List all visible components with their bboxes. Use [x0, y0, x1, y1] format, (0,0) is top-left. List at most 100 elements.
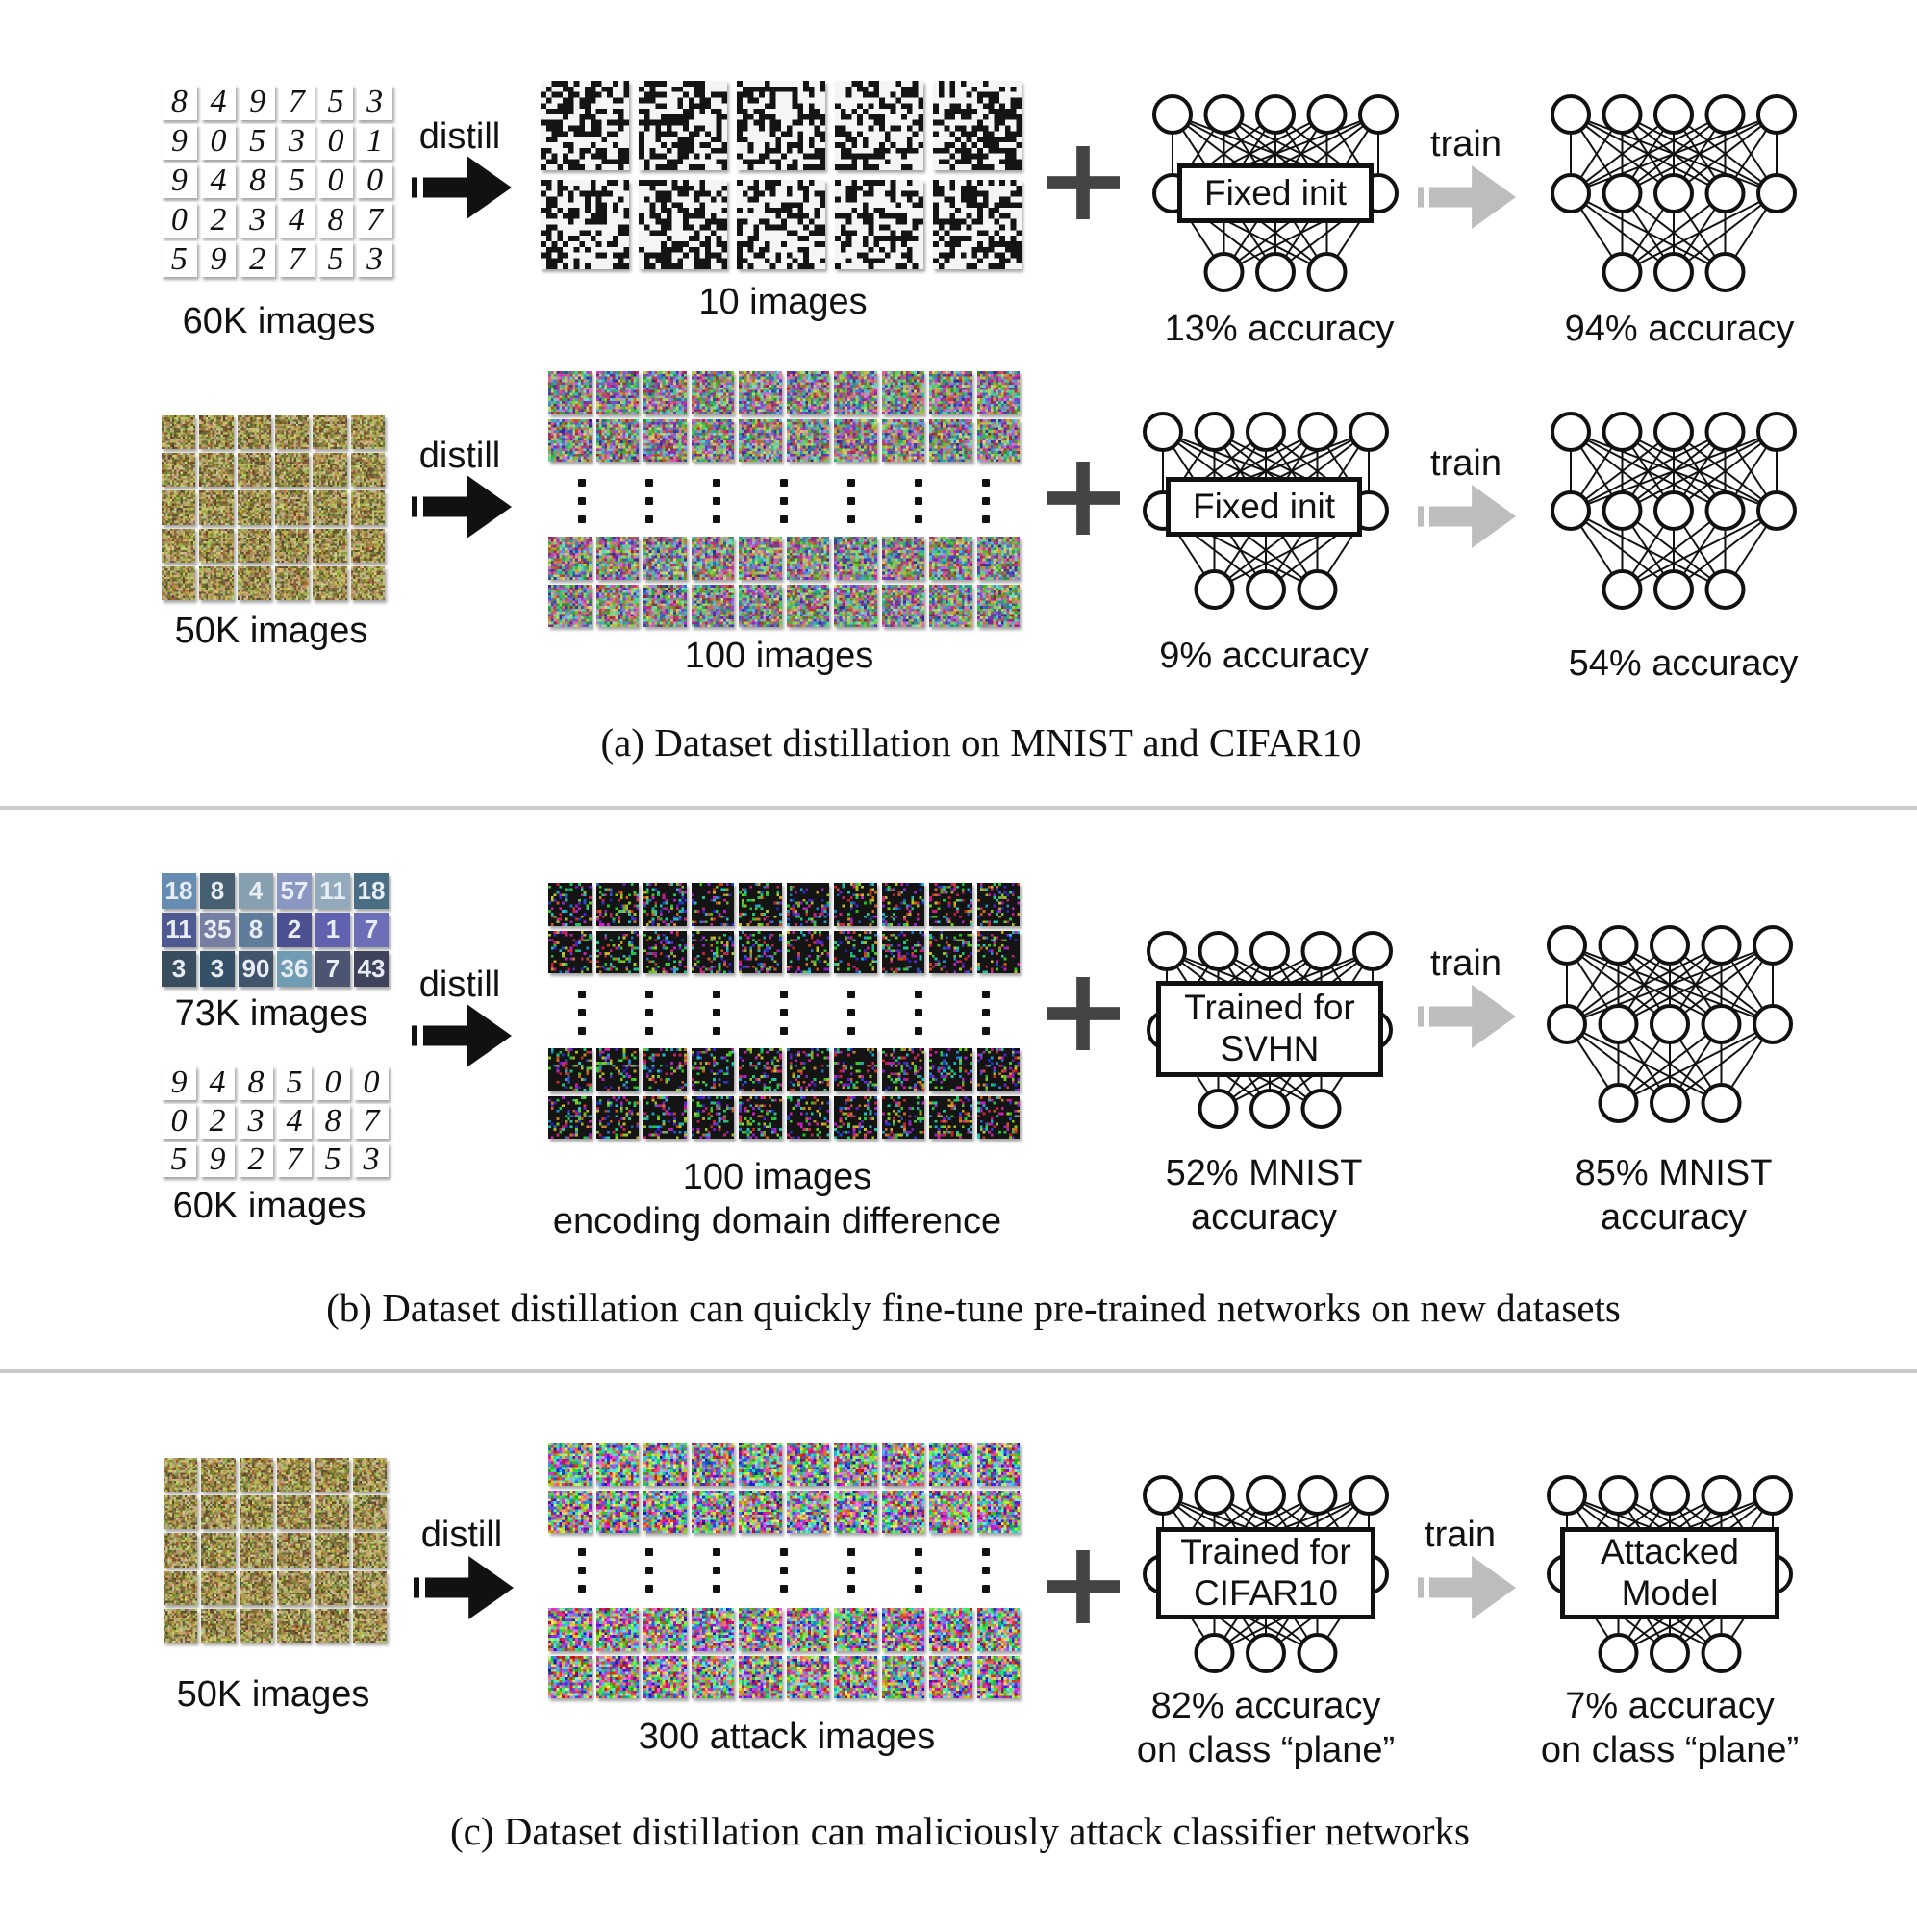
- ellipsis-icon: [578, 991, 586, 1035]
- image-thumbnail: [691, 883, 734, 926]
- image-thumbnail: [976, 1490, 1020, 1533]
- digit-image: 4: [200, 1066, 235, 1100]
- image-thumbnail: [976, 418, 1020, 462]
- digit-image: 4: [200, 163, 237, 199]
- digit-image: 2: [239, 1142, 273, 1177]
- image-thumbnail: [786, 1490, 829, 1533]
- svhn-image: 90: [239, 951, 273, 987]
- image-thumbnail: [162, 565, 196, 600]
- digit-image: 0: [162, 1104, 196, 1139]
- image-thumbnail: [162, 490, 196, 525]
- image-thumbnail: [976, 883, 1020, 926]
- svhn-image: 18: [354, 873, 389, 909]
- image-thumbnail: [881, 1095, 924, 1139]
- ellipsis-icon: [847, 1548, 855, 1593]
- image-thumbnail: [595, 1490, 639, 1533]
- image-thumbnail: [643, 584, 687, 627]
- image-thumbnail: [548, 1048, 592, 1091]
- image-thumbnail: [548, 1095, 592, 1139]
- network-box-label: Fixed init: [1166, 477, 1362, 537]
- svhn-image: 35: [200, 912, 235, 948]
- image-thumbnail: [315, 1608, 349, 1643]
- image-thumbnail: [691, 930, 734, 973]
- cifar-source-label: 50K images: [174, 611, 368, 651]
- image-thumbnail: [691, 1048, 734, 1091]
- image-thumbnail: [548, 1443, 592, 1486]
- image-thumbnail: [691, 1095, 734, 1139]
- image-thumbnail: [350, 528, 385, 563]
- digit-image: 9: [162, 163, 197, 199]
- image-thumbnail: [595, 1095, 639, 1139]
- image-thumbnail: [881, 1490, 924, 1533]
- image-thumbnail: [276, 1608, 312, 1643]
- train-arrow-icon: [1418, 485, 1516, 548]
- distill-arrow-icon: [412, 1004, 512, 1067]
- digit-image: 9: [200, 1142, 235, 1177]
- ellipsis-icon: [915, 479, 922, 523]
- ellipsis-icon: [847, 991, 855, 1035]
- image-thumbnail: [199, 490, 234, 525]
- digit-image: 5: [240, 123, 275, 160]
- panel-divider: [0, 806, 1917, 810]
- ellipsis-icon: [915, 1548, 922, 1593]
- image-thumbnail: [313, 453, 347, 488]
- image-thumbnail: [639, 180, 727, 269]
- image-thumbnail: [739, 1443, 782, 1486]
- digit-image: 5: [162, 241, 197, 277]
- image-thumbnail: [786, 418, 829, 462]
- image-thumbnail: [691, 1443, 734, 1486]
- image-thumbnail: [643, 537, 687, 580]
- image-thumbnail: [691, 418, 734, 462]
- image-thumbnail: [929, 584, 972, 627]
- digit-image: 0: [354, 1066, 389, 1100]
- ellipsis-icon: [645, 1548, 653, 1593]
- image-thumbnail: [643, 1443, 687, 1486]
- network-finetuned-icon: [1547, 925, 1793, 1123]
- image-thumbnail: [313, 565, 347, 600]
- digit-image: 7: [277, 1142, 312, 1177]
- svhn-image: 8: [200, 873, 235, 909]
- digit-image: 3: [354, 1142, 389, 1177]
- ellipsis-icon: [645, 479, 653, 523]
- digit-image: 0: [200, 123, 237, 160]
- network-box-label: Trained for SVHN: [1156, 981, 1383, 1077]
- distill-label: distill: [418, 965, 501, 1005]
- digit-image: 9: [240, 85, 275, 120]
- image-thumbnail: [739, 1655, 782, 1698]
- svhn-image: 43: [354, 951, 389, 987]
- cifar-source-grid: [162, 415, 385, 600]
- image-thumbnail: [834, 1095, 877, 1139]
- network-box-line2: SVHN: [1220, 1029, 1320, 1068]
- image-thumbnail: [237, 453, 271, 488]
- image-thumbnail: [835, 81, 923, 170]
- image-thumbnail: [350, 565, 385, 600]
- ellipsis-icon: [780, 1548, 788, 1593]
- train-label: train: [1430, 124, 1501, 164]
- image-thumbnail: [352, 1608, 387, 1643]
- image-thumbnail: [929, 537, 972, 580]
- trained-accuracy-label: 94% accuracy: [1564, 309, 1795, 349]
- image-thumbnail: [315, 1495, 349, 1530]
- ellipsis-icon: [982, 1548, 990, 1593]
- trained-accuracy-label: 85% MNIST accuracy: [1576, 1152, 1773, 1240]
- svhn-image: 36: [277, 951, 312, 987]
- digit-image: 9: [200, 241, 237, 277]
- image-thumbnail: [164, 1570, 198, 1605]
- image-thumbnail: [643, 1608, 687, 1651]
- image-thumbnail: [691, 1608, 734, 1651]
- image-thumbnail: [237, 528, 271, 563]
- svhn-image: 8: [239, 912, 273, 948]
- image-thumbnail: [164, 1533, 198, 1568]
- svhn-image: 4: [239, 873, 273, 909]
- image-thumbnail: [929, 1443, 972, 1486]
- domain-distilled-label: 100 images encoding domain difference: [553, 1156, 1001, 1243]
- image-thumbnail: [834, 537, 877, 580]
- network-trained-icon: [1551, 94, 1797, 292]
- image-thumbnail: [881, 371, 924, 414]
- train-label: train: [1425, 1515, 1496, 1555]
- image-thumbnail: [976, 1608, 1020, 1651]
- image-thumbnail: [352, 1533, 387, 1568]
- image-thumbnail: [548, 883, 592, 926]
- image-thumbnail: [834, 1608, 877, 1651]
- digit-image: 4: [277, 1104, 312, 1139]
